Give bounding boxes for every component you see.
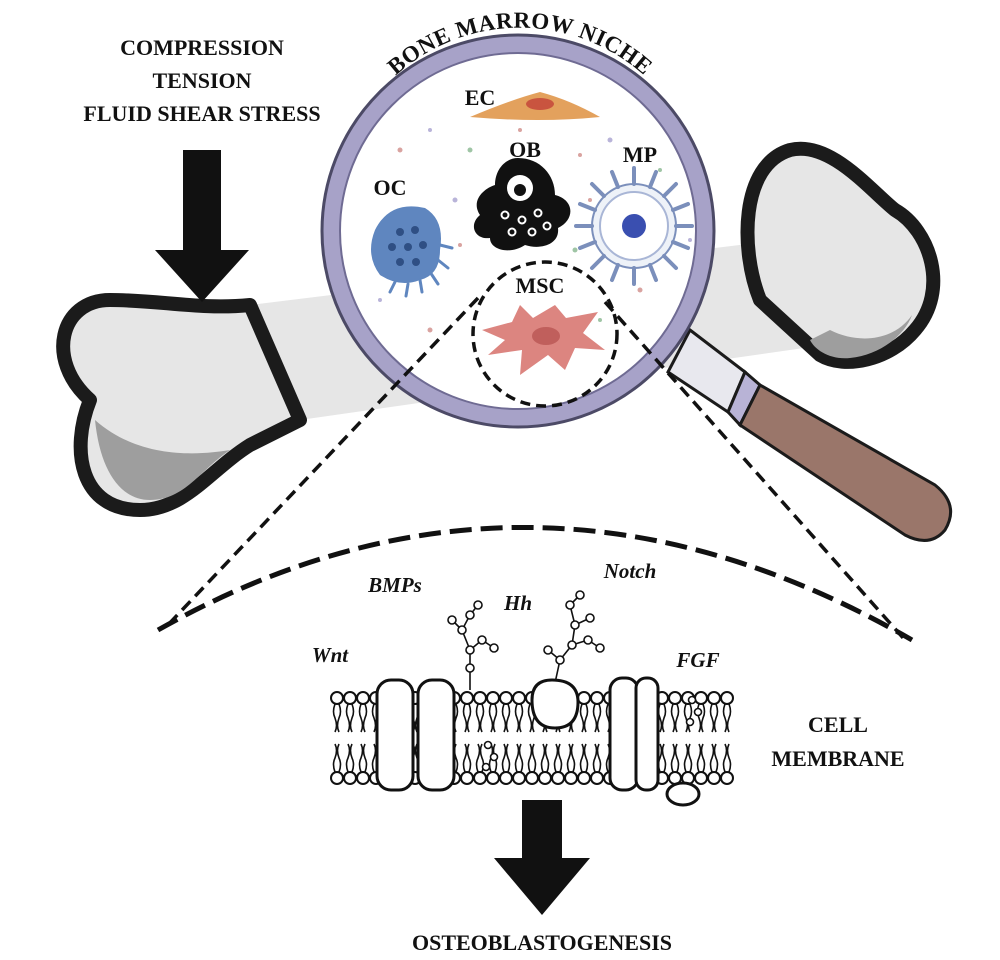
- membrane-label-membrane: MEMBRANE: [771, 746, 904, 771]
- membrane-label-cell: CELL: [808, 712, 868, 737]
- phospholipid-head: [499, 691, 513, 733]
- phospholipid-head: [720, 743, 734, 785]
- phospholipid-head: [577, 743, 591, 785]
- magnifier-handle: [666, 327, 953, 542]
- intracellular-protein: [665, 781, 701, 807]
- signal-fgf: FGF: [675, 648, 719, 672]
- stimulus-compression: COMPRESSION: [120, 35, 284, 60]
- transmembrane-protein-1: [375, 678, 415, 792]
- signal-notch: Notch: [603, 559, 657, 583]
- outcome-label: OSTEOBLASTOGENESIS: [412, 930, 672, 955]
- glycan-chain-right: [543, 590, 605, 684]
- label-mp: MP: [623, 142, 657, 167]
- zoom-lines: [156, 296, 914, 643]
- stimulus-tension: TENSION: [152, 68, 251, 93]
- signal-wnt: Wnt: [312, 643, 349, 667]
- phospholipid-head: [564, 743, 578, 785]
- phospholipid-head: [512, 691, 526, 733]
- label-msc: MSC: [516, 273, 565, 298]
- osteoblast-cell: [473, 158, 571, 251]
- phospholipid-head: [343, 743, 357, 785]
- label-ob: OB: [509, 137, 541, 162]
- phospholipid-head: [525, 743, 539, 785]
- phospholipid-head: [460, 743, 474, 785]
- phospholipid-head: [707, 691, 721, 733]
- label-ec: EC: [465, 85, 496, 110]
- stimulus-fluid-shear-stress: FLUID SHEAR STRESS: [83, 101, 320, 126]
- phospholipid-head: [343, 691, 357, 733]
- signal-hh: Hh: [503, 591, 532, 615]
- transmembrane-protein-2: [416, 678, 456, 792]
- phospholipid-head: [707, 743, 721, 785]
- phospholipid-head: [356, 743, 370, 785]
- msc-highlight-circle: [471, 260, 619, 408]
- osteoclast-cell: [371, 206, 454, 298]
- phospholipid-head: [460, 691, 474, 733]
- phospholipid-head: [577, 691, 591, 733]
- phospholipid-head: [694, 743, 708, 785]
- stimulus-arrow: [155, 150, 249, 302]
- glycan-chain-small: [481, 695, 703, 772]
- msc-cell: [482, 305, 605, 375]
- phospholipid-head: [668, 743, 682, 785]
- phospholipid-head: [590, 743, 604, 785]
- phospholipid-head: [512, 743, 526, 785]
- peripheral-protein: [530, 678, 580, 730]
- phospholipid-head: [538, 743, 552, 785]
- endothelial-cell: [470, 92, 600, 120]
- label-oc: OC: [374, 175, 407, 200]
- macrophage-cell: [574, 166, 694, 286]
- phospholipid-head: [551, 743, 565, 785]
- phospholipid-head: [486, 691, 500, 733]
- phospholipid-head: [590, 691, 604, 733]
- phospholipid-head: [668, 691, 682, 733]
- cell-membrane: [330, 590, 734, 807]
- phospholipid-head: [720, 691, 734, 733]
- transmembrane-protein-3: [608, 676, 640, 792]
- phospholipid-head: [473, 691, 487, 733]
- phospholipid-head: [681, 743, 695, 785]
- transmembrane-protein-4: [634, 676, 660, 792]
- phospholipid-head: [330, 691, 344, 733]
- phospholipid-head: [330, 743, 344, 785]
- signal-bmps: BMPs: [367, 573, 422, 597]
- outcome-arrow: [494, 800, 590, 915]
- phospholipid-head: [499, 743, 513, 785]
- glycan-chain-left: [447, 600, 499, 690]
- phospholipid-head: [356, 691, 370, 733]
